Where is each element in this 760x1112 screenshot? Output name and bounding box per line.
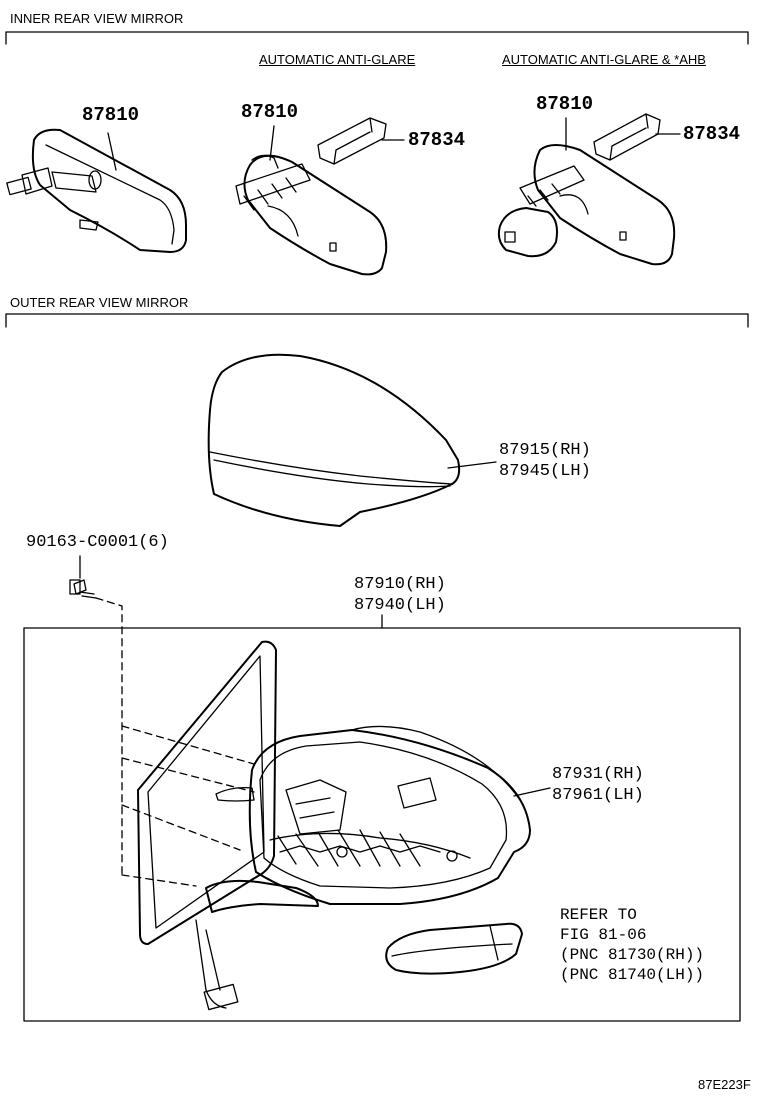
section-frame-outer <box>5 313 749 328</box>
leader-cover-cap <box>447 461 497 469</box>
refer-note-line2: FIG 81-06 <box>560 926 647 944</box>
refer-note-line4: (PNC 81740(LH)) <box>560 966 705 984</box>
turn-signal-illustration <box>385 922 523 975</box>
mirror-cover-cap-illustration <box>207 353 461 527</box>
inner-mirror-ahb-illustration <box>497 113 676 266</box>
part-number-cover-cap-lh: 87945(LH) <box>499 462 591 481</box>
part-number-cover-cap-rh: 87915(RH) <box>499 441 591 460</box>
outer-section-title: OUTER REAR VIEW MIRROR <box>10 295 189 310</box>
part-number-assy-rh: 87910(RH) <box>354 575 446 594</box>
refer-note-line1: REFER TO <box>560 906 637 924</box>
leader-mirror-plain <box>107 132 117 171</box>
part-number-mirror-ahb: 87810 <box>536 93 594 115</box>
inner-section-title: INNER REAR VIEW MIRROR <box>10 11 184 26</box>
variant-anti-glare-ahb: AUTOMATIC ANTI-GLARE & *AHB <box>502 52 706 67</box>
leader-housing <box>513 787 551 797</box>
section-frame-inner <box>5 31 749 45</box>
part-number-cover-ahb: 87834 <box>683 123 741 145</box>
part-number-assy-lh: 87940(LH) <box>354 596 446 615</box>
mirror-housing-illustration <box>215 725 531 905</box>
figure-code: 87E223F <box>698 1077 751 1092</box>
part-number-mirror-plain: 87810 <box>82 104 140 126</box>
part-number-housing-lh: 87961(LH) <box>552 786 644 805</box>
part-number-mirror-ag: 87810 <box>241 101 299 123</box>
screw-illustration <box>69 579 97 599</box>
leader-mirror-ag <box>269 125 275 161</box>
mirror-glass-illustration <box>137 640 277 945</box>
variant-anti-glare: AUTOMATIC ANTI-GLARE <box>259 52 416 67</box>
part-number-screw: 90163-C0001(6) <box>26 533 169 552</box>
refer-note-line3: (PNC 81730(RH)) <box>560 946 705 964</box>
inner-mirror-plain-illustration <box>6 128 187 253</box>
part-number-cover-ag: 87834 <box>408 129 466 151</box>
mirror-base-illustration <box>195 879 319 1011</box>
inner-mirror-ag-illustration <box>235 117 388 276</box>
screw-dash-lines <box>95 597 255 887</box>
part-number-housing-rh: 87931(RH) <box>552 765 644 784</box>
